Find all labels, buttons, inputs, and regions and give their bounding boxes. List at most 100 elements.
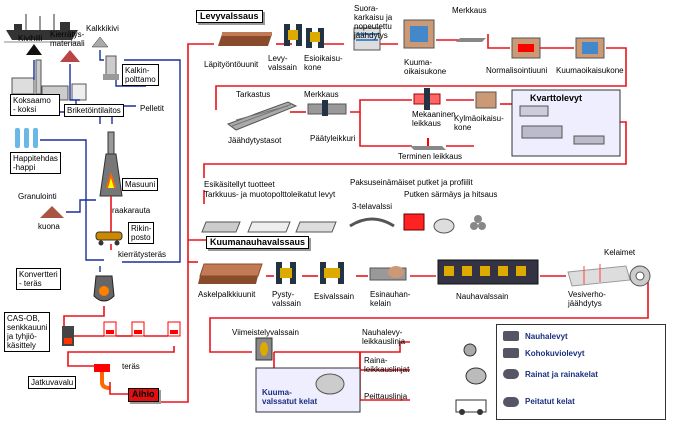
skin-pass-mill-icon (255, 337, 273, 361)
label-kuumaoikaisukone: Kuuma- oikaisukone (404, 58, 447, 76)
label-vesiverho: Vesiverho- jäähdytys (568, 290, 606, 308)
hot-leveller-2-icon (575, 37, 605, 59)
end-shear-icon (307, 100, 347, 116)
label-tarkkuus: Tarkkuus- ja muotopolttoleikatut levyt (204, 190, 336, 199)
label-raakarauta: raakarauta (112, 206, 151, 215)
label-kvarttolevyt: Kvarttolevyt (530, 93, 583, 103)
reheating-furnace-icon (218, 32, 272, 46)
ladle-treatment-icon (62, 321, 181, 346)
label-putken-sarmays: Putken särmäys ja hitsaus (404, 190, 498, 199)
label-teras: teräs (122, 362, 140, 371)
label-kierratysteras: kierrätysteräs (118, 250, 167, 259)
label-esioikaisukone: Esioikaisu- kone (304, 54, 343, 72)
legend-peitatut: Peitatut kelat (525, 397, 575, 406)
label-terminen: Terminen leikkaus (398, 152, 463, 161)
marking-icon (456, 38, 486, 42)
walking-beam-furnace-icon (198, 263, 263, 284)
label-lapityontouunit: Läpityöntöuunit (204, 60, 259, 69)
roughing-mill-icon (320, 262, 344, 284)
strip-plate-icon (503, 331, 519, 341)
label-esikasitellyt: Esikäsitellyt tuotteet (204, 180, 275, 189)
thermal-cutting-icon (410, 138, 446, 150)
label-viimeistelyvalssain: Viimeistelyvalssain (232, 328, 299, 337)
label-telavalssi: 3-telavalssi (352, 202, 393, 211)
label-kuumaoikaisukone-2: Kuumaoikaisukone (556, 66, 624, 75)
hot-leveller-icon (403, 19, 435, 49)
slit-coil-icon (503, 369, 519, 379)
blast-furnace-icon (99, 131, 123, 197)
label-peittauslinja: Peittauslinja (364, 392, 408, 401)
slag-pile-icon (40, 206, 64, 218)
coke-plant-icon (11, 59, 42, 95)
legend-nauhalevyt: Nauhalevyt (525, 332, 568, 341)
processed-products-icons (201, 213, 486, 234)
quenching-icon (353, 27, 381, 51)
label-kuona: kuona (38, 222, 60, 231)
label-normalisointiuuni: Normalisointiuuni (486, 66, 548, 75)
label-kierratysmateriaali: Kierrätys- materiaali (50, 30, 85, 48)
box-masuuni: Masuuni (122, 178, 159, 191)
hot-rolled-coil-icon (255, 367, 361, 413)
section-kuumanauhavalssaus: Kuumanauhavalssaus (206, 236, 310, 249)
coal-pile-icon (26, 44, 42, 55)
normalising-furnace-icon (511, 37, 541, 59)
quarto-plates-box (511, 89, 621, 157)
line-machine-icons (455, 343, 487, 415)
coil-box-icon (369, 266, 407, 281)
finishing-mill-icon (437, 259, 539, 285)
box-aihio: Aihio (128, 388, 159, 402)
label-esinauhankelain: Esinauhan- kelain (370, 290, 411, 308)
torpedo-car-icon (95, 231, 123, 246)
label-merkkaus-2: Merkkaus (304, 90, 339, 99)
label-esivalssain: Esivalssain (314, 292, 355, 301)
plate-mill-icon (284, 24, 302, 46)
box-koksaamo: Koksaamo - koksi (10, 94, 60, 116)
label-kylmaoikaisukone: Kylmäoikaisu- kone (454, 114, 504, 132)
coiler-icon (629, 265, 651, 287)
label-tarkastus: Tarkastus (236, 90, 271, 99)
cold-leveller-icon (475, 91, 497, 109)
label-jaahdytystasot: Jäähdytystasot (228, 136, 282, 145)
water-curtain-icon (567, 264, 631, 287)
label-kalkkikivi: Kalkkikivi (86, 24, 119, 33)
box-kalkinpolttamo: Kalkin- polttamo (122, 64, 159, 86)
label-pystyvalssain: Pysty- valssain (272, 290, 301, 308)
label-kelaimet: Kelaimet (604, 248, 636, 257)
continuous-caster-icon (94, 364, 111, 390)
box-jatkuvavalu: Jatkuvavalu (28, 376, 77, 389)
label-rainaleikkauslinjat: Raina- leikkauslinjat (364, 356, 410, 374)
oxygen-plant-icon (15, 128, 38, 148)
label-kuumavalssatut: Kuuma- valssatut kelat (262, 388, 318, 406)
converter-icon (93, 275, 115, 302)
lime-kiln-icon (103, 55, 119, 80)
cooling-bed-icon (226, 101, 298, 131)
box-happitehdas: Happitehdas -happi (10, 152, 61, 174)
legend-kohokuviolevyt: Kohokuviolevyt (525, 349, 585, 358)
section-levyvalssaus: Levyvalssaus (196, 10, 263, 23)
mechanical-cutting-icon (413, 88, 441, 110)
scrap-pile-icon (60, 50, 80, 62)
label-mekaaninen: Mekaaninen leikkaus (412, 110, 456, 128)
label-paksuseinaiset: Paksuseinämäiset putket ja profiilit (350, 178, 473, 187)
label-paatyleikkuri: Päätyleikkuri (310, 134, 356, 143)
legend-rainat: Rainat ja rainakelat (525, 370, 598, 379)
label-nauhavalssain: Nauhavalssain (456, 292, 509, 301)
ship-icon (4, 14, 80, 43)
label-granulointi: Granulointi (18, 192, 57, 201)
limestone-pile-icon (91, 36, 109, 48)
pickled-coil-icon (503, 397, 519, 407)
label-suorakarkaisu: Suora- karkaisu ja nopeutettu jäähdytys (354, 4, 393, 40)
label-pelletit: Pelletit (140, 104, 165, 113)
box-konvertteri: Konvertteri - teräs (16, 268, 61, 290)
pre-leveller-icon (306, 28, 324, 48)
label-merkkaus-1: Merkkaus (452, 6, 487, 15)
label-nauhalevyleikkauslinja: Nauhalevy- leikkauslinja (362, 328, 406, 346)
label-levyvalssain: Levy- valssain (268, 54, 297, 72)
checker-plate-icon (503, 348, 519, 358)
label-kivihiili: Kivihiili (18, 34, 43, 43)
product-legend: Nauhalevyt Kohokuviolevyt Rainat ja rain… (496, 324, 666, 420)
box-briketointi: Briketöintilaitos (64, 104, 124, 117)
box-cas-ob: CAS-OB, senkkauuni ja tyhjiö- käsittely (4, 312, 50, 352)
label-askelpalkkiuunit: Askelpalkkiuunit (198, 290, 256, 299)
